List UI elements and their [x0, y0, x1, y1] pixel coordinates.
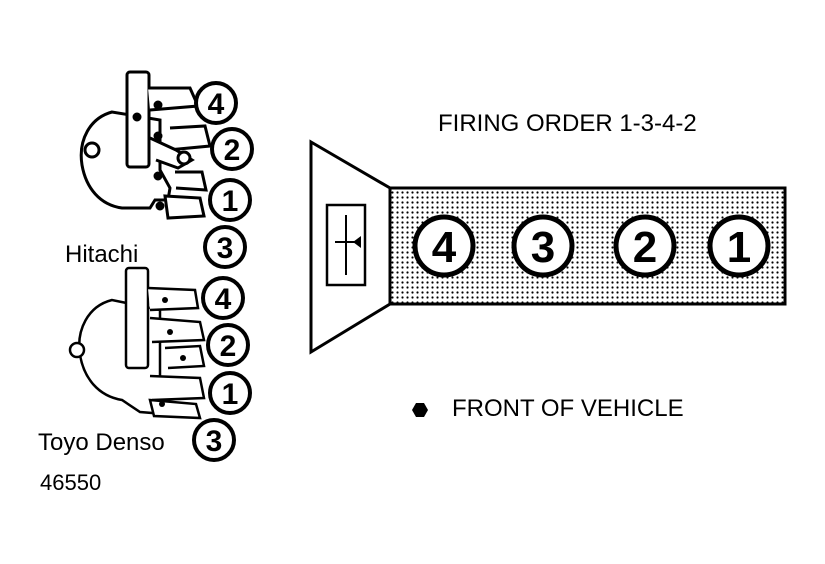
- firing-order-title: FIRING ORDER 1-3-4-2: [438, 110, 697, 137]
- svg-text:3: 3: [217, 232, 234, 265]
- svg-text:2: 2: [220, 330, 237, 363]
- toyo-denso-terminal-2: 2: [206, 323, 250, 367]
- toyo-denso-terminal-4: 4: [201, 276, 245, 320]
- svg-text:4: 4: [208, 88, 225, 121]
- front-of-vehicle-marker-icon: [412, 403, 428, 417]
- hitachi-terminals: 4 2 1 3: [194, 81, 254, 269]
- svg-text:3: 3: [531, 223, 555, 272]
- cylinder-2: 2: [613, 214, 677, 278]
- svg-text:4: 4: [215, 283, 232, 316]
- front-of-vehicle-label: FRONT OF VEHICLE: [452, 395, 684, 422]
- toyo-denso-distributor: [68, 266, 206, 420]
- svg-text:2: 2: [224, 134, 241, 167]
- svg-text:1: 1: [727, 223, 751, 272]
- svg-text:2: 2: [633, 223, 657, 272]
- svg-text:4: 4: [432, 223, 457, 272]
- hitachi-terminal-2: 2: [210, 127, 254, 171]
- cylinder-3: 3: [511, 214, 575, 278]
- toyo-denso-terminals: 4 2 1 3: [192, 276, 252, 462]
- svg-text:1: 1: [222, 185, 239, 218]
- svg-text:3: 3: [206, 425, 223, 458]
- svg-text:1: 1: [222, 378, 239, 411]
- hitachi-terminal-3: 3: [203, 225, 247, 269]
- hitachi-terminal-1: 1: [208, 178, 252, 222]
- hitachi-label: Hitachi: [65, 241, 138, 268]
- toyo-denso-label: Toyo Denso: [38, 429, 165, 456]
- engine-block: 4 3 2 1: [309, 139, 787, 355]
- figure-id: 46550: [40, 470, 101, 495]
- hitachi-distributor: [79, 70, 212, 220]
- toyo-denso-terminal-3: 3: [192, 418, 236, 462]
- hitachi-terminal-4: 4: [194, 81, 238, 125]
- cylinder-1: 1: [707, 214, 771, 278]
- cylinder-4: 4: [412, 214, 476, 278]
- toyo-denso-terminal-1: 1: [208, 371, 252, 415]
